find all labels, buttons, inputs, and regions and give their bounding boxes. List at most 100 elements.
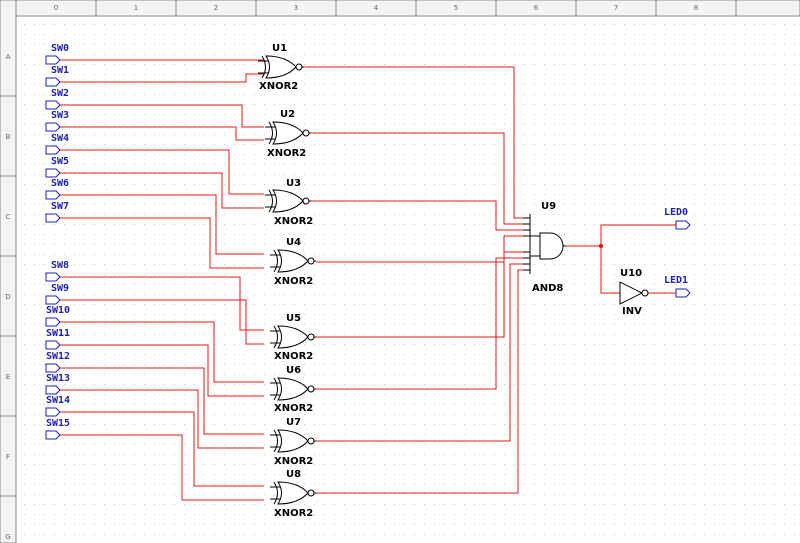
input-port-label: SW3	[51, 110, 69, 121]
gate-type-label: XNOR2	[259, 81, 298, 92]
gate-ref-label: U8	[286, 469, 301, 480]
ruler-column-label: 3	[294, 4, 298, 12]
wire-sw8[interactable]	[60, 276, 264, 331]
wire-sw7[interactable]	[60, 217, 264, 269]
wire-sw14[interactable]	[60, 411, 264, 487]
input-port-sw7[interactable]: SW7	[45, 201, 69, 223]
wire-u2-out[interactable]	[311, 132, 530, 225]
input-port-label: SW1	[51, 65, 69, 76]
wire-sw13[interactable]	[60, 389, 264, 449]
wire-u5-out[interactable]	[316, 251, 530, 338]
ruler-row-label: E	[6, 373, 10, 381]
wire-sw5[interactable]	[60, 172, 264, 209]
ruler-column-label: 6	[534, 4, 539, 12]
gate-ref-label: U6	[286, 365, 301, 376]
output-port-label: LED0	[664, 207, 688, 218]
gate-ref-label: U1	[272, 43, 287, 54]
gate-ref-label: U5	[286, 313, 301, 324]
input-port-sw9[interactable]: SW9	[45, 283, 69, 305]
gate-ref-label: U2	[280, 109, 295, 120]
input-port-label: SW9	[51, 283, 69, 294]
input-port-label: SW5	[51, 156, 69, 167]
gate-ref-label: U4	[286, 237, 301, 248]
inverter-type-label: INV	[622, 306, 642, 317]
ruler-row-label: F	[6, 453, 10, 461]
ruler-row-label: B	[6, 133, 11, 141]
input-port-sw14[interactable]: SW14	[45, 395, 70, 417]
gate-ref-label: U3	[286, 178, 301, 189]
wire-u7-out[interactable]	[316, 263, 530, 442]
input-port-label: SW15	[46, 418, 70, 429]
xnor-gate-group: U1XNOR2U2XNOR2U3XNOR2U4XNOR2U5XNOR2U6XNO…	[258, 43, 316, 519]
input-port-sw13[interactable]: SW13	[45, 373, 70, 395]
input-port-sw2[interactable]: SW2	[45, 88, 69, 110]
input-port-sw0[interactable]: SW0	[45, 43, 69, 65]
input-port-sw5[interactable]: SW5	[45, 156, 69, 178]
and8-ref-label: U9	[541, 201, 556, 212]
wire-led0[interactable]	[600, 224, 676, 246]
input-port-sw11[interactable]: SW11	[45, 328, 70, 350]
inverter-ref-label: U10	[620, 268, 642, 279]
and8-type-label: AND8	[532, 283, 563, 294]
ruler-column-label: 5	[454, 4, 458, 12]
input-port-label: SW8	[51, 260, 69, 271]
inverter-gate[interactable]: U10 INV	[619, 268, 649, 317]
wire-inv-in[interactable]	[600, 246, 620, 294]
grid-background	[16, 16, 800, 543]
wire-sw4[interactable]	[60, 149, 264, 195]
ruler-column-label: 8	[694, 4, 698, 12]
input-port-label: SW10	[46, 305, 70, 316]
wire-u1-out[interactable]	[304, 66, 530, 219]
and8-gate[interactable]: U9 AND8	[523, 201, 566, 294]
ruler-column-label: 1	[134, 4, 138, 12]
wire-sw12[interactable]	[60, 367, 264, 435]
wire-sw6[interactable]	[60, 194, 264, 255]
gate-type-label: XNOR2	[274, 276, 313, 287]
input-port-sw1[interactable]: SW1	[45, 65, 69, 87]
input-port-sw15[interactable]: SW15	[45, 418, 70, 440]
input-port-sw8[interactable]: SW8	[45, 260, 69, 282]
wire-sw2[interactable]	[60, 104, 264, 128]
wire-sw11[interactable]	[60, 344, 264, 397]
input-port-label: SW4	[51, 133, 69, 144]
input-port-sw4[interactable]: SW4	[45, 133, 69, 155]
output-port-led1[interactable]: LED1	[664, 275, 691, 298]
ruler-row-label: C	[6, 213, 11, 221]
ruler-column-label: 2	[214, 4, 218, 12]
input-port-sw12[interactable]: SW12	[45, 351, 70, 373]
wire-sw9[interactable]	[60, 299, 264, 345]
input-port-label: SW6	[51, 178, 69, 189]
wire-sw1[interactable]	[60, 73, 264, 83]
gate-type-label: XNOR2	[274, 456, 313, 467]
input-port-label: SW0	[51, 43, 69, 54]
gate-type-label: XNOR2	[274, 508, 313, 519]
gate-type-label: XNOR2	[274, 403, 313, 414]
output-port-label: LED1	[664, 275, 688, 286]
input-port-label: SW13	[46, 373, 70, 384]
input-port-label: SW12	[46, 351, 70, 362]
ruler-column-label: 0	[54, 4, 58, 12]
input-port-sw6[interactable]: SW6	[45, 178, 69, 200]
gate-type-label: XNOR2	[274, 216, 313, 227]
output-port-led0[interactable]: LED0	[664, 207, 691, 230]
wire-sw15[interactable]	[60, 434, 264, 501]
wire-u3-out[interactable]	[311, 200, 530, 231]
wire-u4-out[interactable]	[316, 235, 530, 263]
wire-u6-out[interactable]	[316, 257, 530, 390]
input-port-sw10[interactable]: SW10	[45, 305, 70, 327]
ruler-row-label: A	[6, 53, 11, 61]
wire-sw3[interactable]	[60, 126, 264, 141]
ruler-column-label: 7	[614, 4, 618, 12]
input-port-sw3[interactable]: SW3	[45, 110, 69, 132]
wire-sw10[interactable]	[60, 321, 264, 383]
